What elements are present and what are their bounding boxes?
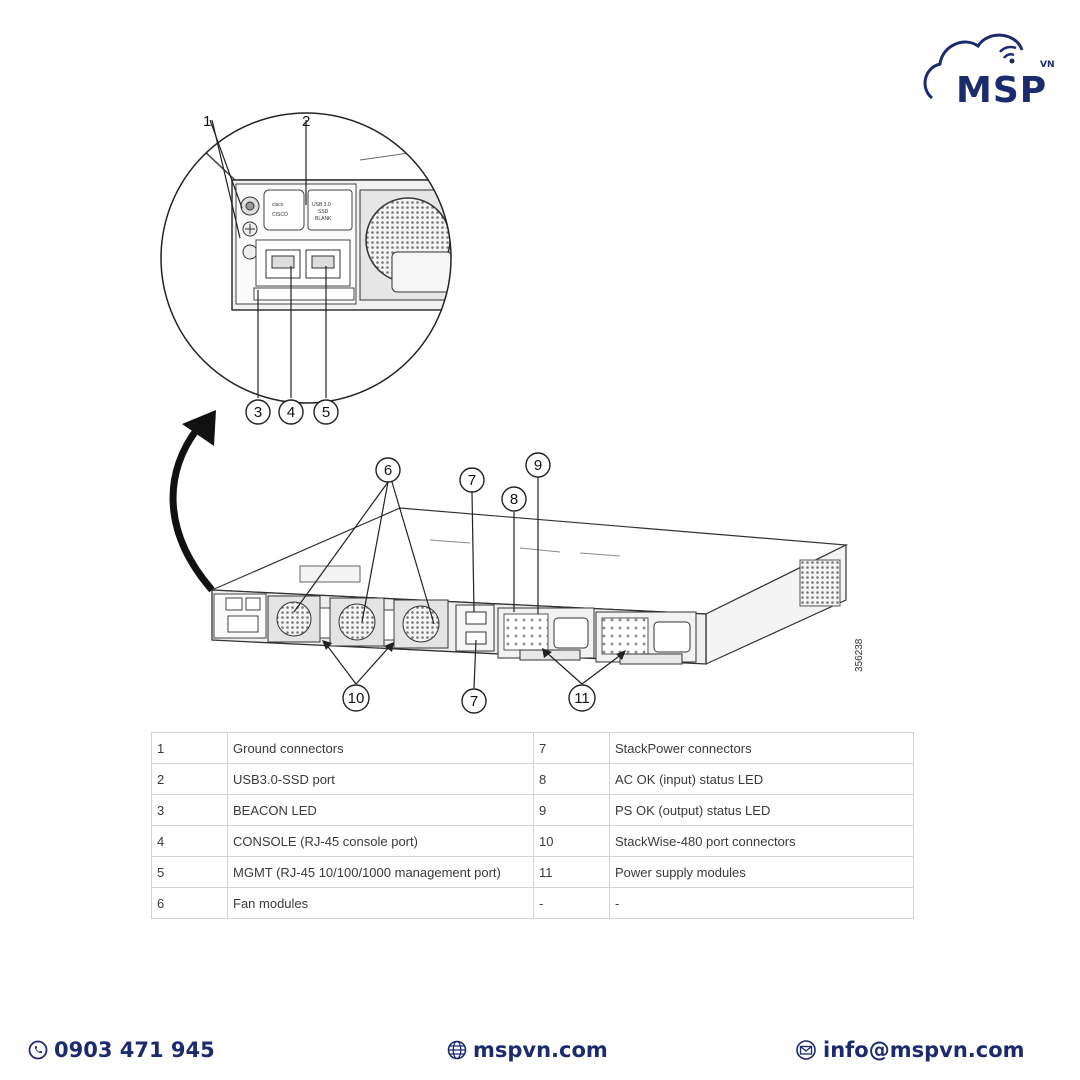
- figure-id: 356238: [854, 638, 865, 672]
- svg-text:5: 5: [322, 404, 330, 421]
- leader-arrowheads: [322, 640, 626, 660]
- zoom-detail-circle: cisco CISCO USB 3.0 SSD BLANK: [160, 112, 452, 404]
- callout-4: 4: [278, 399, 304, 425]
- switch-rear-panel-diagram: cisco CISCO USB 3.0 SSD BLANK: [160, 112, 865, 714]
- callout-8: 8: [501, 486, 527, 512]
- callout-1: 1: [203, 113, 211, 130]
- callout-9: 9: [525, 452, 551, 478]
- legend-description: Ground connectors: [227, 732, 534, 764]
- phone-icon: [28, 1040, 48, 1060]
- legend-description: Power supply modules: [609, 856, 914, 888]
- svg-text:6: 6: [384, 462, 392, 479]
- zoom-arrow: [169, 425, 215, 593]
- legend-description: AC OK (input) status LED: [609, 763, 914, 795]
- legend-number: 8: [533, 763, 610, 795]
- footer-email[interactable]: info@mspvn.com: [795, 1035, 1025, 1065]
- legend-number: 6: [151, 887, 228, 919]
- legend-number: 5: [151, 856, 228, 888]
- email-address: info@mspvn.com: [823, 1038, 1025, 1062]
- legend-number: 10: [533, 825, 610, 857]
- legend-description: PS OK (output) status LED: [609, 794, 914, 826]
- legend-number: 1: [151, 732, 228, 764]
- svg-text:11: 11: [574, 690, 590, 707]
- svg-text:2: 2: [302, 113, 310, 130]
- globe-icon: [447, 1040, 467, 1060]
- callout-3: 3: [245, 399, 271, 425]
- website-url: mspvn.com: [473, 1038, 608, 1062]
- svg-text:3: 3: [254, 404, 262, 421]
- callout-10: 10: [342, 684, 370, 712]
- legend-number: 11: [533, 856, 610, 888]
- svg-text:cisco: cisco: [272, 202, 284, 208]
- svg-text:1: 1: [203, 113, 211, 130]
- svg-text:7: 7: [470, 693, 478, 710]
- callout-7-top: 7: [459, 467, 485, 493]
- leader-lines: [293, 477, 623, 689]
- svg-text:SSD: SSD: [318, 209, 329, 215]
- logo-text: MSP: [956, 70, 1048, 111]
- legend-description: CONSOLE (RJ-45 console port): [227, 825, 534, 857]
- legend-description: BEACON LED: [227, 794, 534, 826]
- legend-number: 4: [151, 825, 228, 857]
- brand-logo: MSP VN: [918, 28, 1063, 111]
- callout-2: 2: [302, 113, 310, 130]
- svg-text:10: 10: [348, 690, 365, 707]
- legend-number: -: [533, 887, 610, 919]
- legend-description: StackPower connectors: [609, 732, 914, 764]
- footer-website[interactable]: mspvn.com: [447, 1035, 608, 1065]
- zoom-arrow-head: [182, 410, 216, 446]
- phone-number: 0903 471 945: [54, 1038, 215, 1062]
- legend-description: StackWise-480 port connectors: [609, 825, 914, 857]
- svg-text:BLANK: BLANK: [315, 216, 332, 222]
- callout-5: 5: [313, 399, 339, 425]
- svg-text:4: 4: [287, 404, 295, 421]
- legend-description: Fan modules: [227, 887, 534, 919]
- cloud-wifi-icon: [923, 33, 1024, 100]
- logo-superscript: VN: [1040, 60, 1055, 70]
- footer-phone[interactable]: 0903 471 945: [28, 1035, 215, 1065]
- legend-description: -: [609, 887, 914, 919]
- svg-text:9: 9: [534, 457, 542, 474]
- callout-11: 11: [568, 684, 596, 712]
- legend-number: 7: [533, 732, 610, 764]
- legend-number: 9: [533, 794, 610, 826]
- legend-description: USB3.0-SSD port: [227, 763, 534, 795]
- svg-text:USB 3.0: USB 3.0: [312, 202, 331, 208]
- callout-7-bottom: 7: [461, 688, 487, 714]
- legend-description: MGMT (RJ-45 10/100/1000 management port): [227, 856, 534, 888]
- legend-number: 3: [151, 794, 228, 826]
- mail-icon: [796, 1040, 816, 1060]
- callouts: 1 2 3 4 5 6 7 8 9: [203, 113, 596, 714]
- svg-text:7: 7: [468, 472, 476, 489]
- switch-chassis: [211, 507, 849, 665]
- legend-number: 2: [151, 763, 228, 795]
- svg-text:8: 8: [510, 491, 518, 508]
- svg-text:CISCO: CISCO: [272, 212, 288, 218]
- callout-6: 6: [375, 457, 401, 483]
